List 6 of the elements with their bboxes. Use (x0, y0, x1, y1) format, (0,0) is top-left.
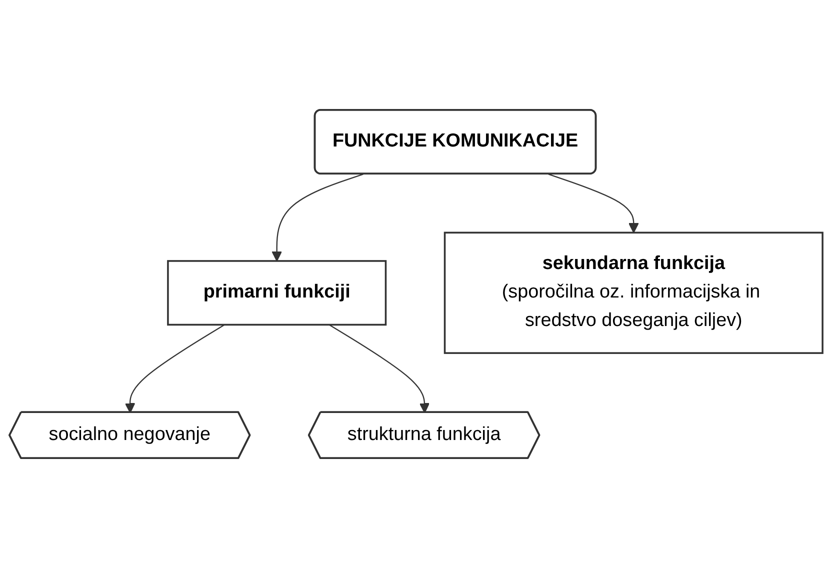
arrow (548, 174, 639, 234)
arrow (328, 324, 430, 414)
node-box: primarni funkciji (167, 260, 387, 326)
arrow (124, 324, 225, 414)
arrow (272, 174, 364, 262)
node-box: sekundarna funkcija (sporočilna oz. informacijska in sredstvo doseganja ciljev) (444, 232, 824, 354)
